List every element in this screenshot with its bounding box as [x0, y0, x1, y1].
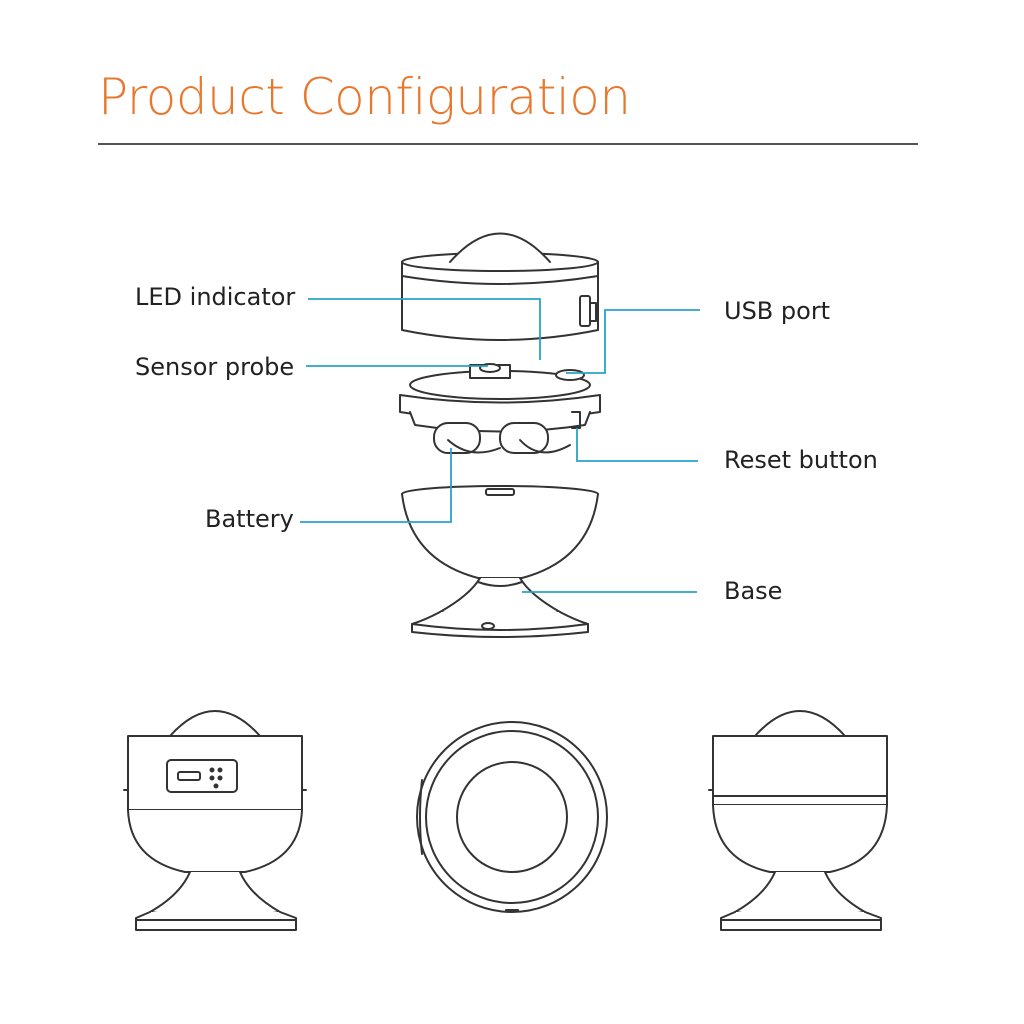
base-assembly-drawing: [401, 485, 599, 638]
label-battery: Battery: [205, 505, 294, 533]
middle-module-drawing: [399, 363, 601, 454]
leader-usb-port: [566, 309, 700, 374]
side-view-left-drawing: [123, 710, 307, 931]
page-title: Product Configuration: [98, 68, 631, 126]
label-sensor-probe: Sensor probe: [135, 353, 295, 381]
leader-lines: [300, 298, 700, 593]
top-view-drawing: [416, 721, 608, 913]
leader-led-indicator: [308, 298, 541, 360]
leader-reset-button: [576, 428, 698, 462]
top-housing-drawing: [401, 232, 599, 341]
side-view-right-drawing: [708, 710, 888, 931]
label-reset-button: Reset button: [724, 446, 878, 474]
title-divider: [98, 143, 918, 145]
label-usb-port: USB port: [724, 297, 831, 325]
leader-battery: [300, 448, 452, 523]
label-base: Base: [724, 577, 783, 605]
label-led-indicator: LED indicator: [135, 283, 296, 311]
